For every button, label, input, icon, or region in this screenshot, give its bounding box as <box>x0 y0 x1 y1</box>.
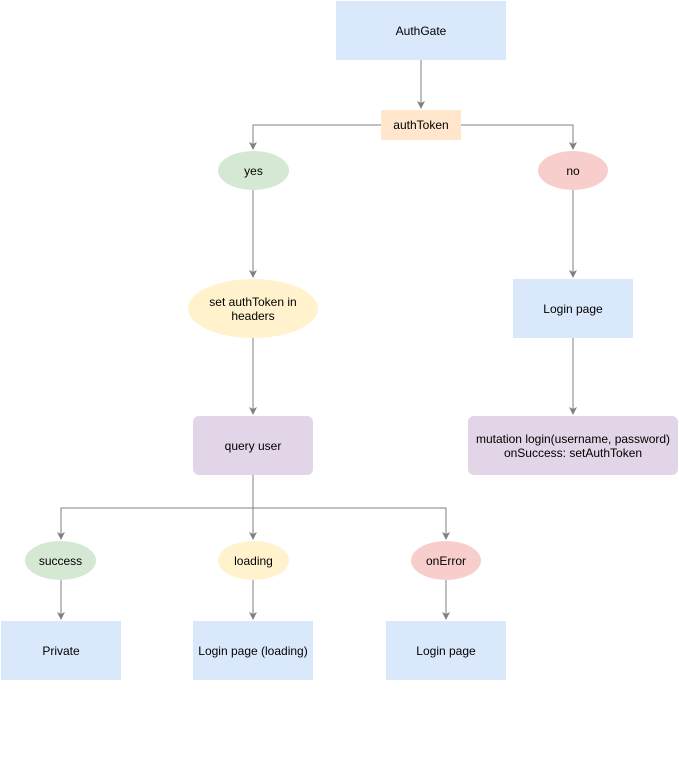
onerror-node: onError <box>411 541 481 580</box>
edge-authtoken-yes <box>249 124 381 150</box>
private-node: Private <box>1 621 121 680</box>
edge-query-user-success <box>57 475 254 540</box>
authtoken-label: authToken <box>393 118 449 132</box>
set-auth-token-node: set authToken in headers <box>188 279 318 338</box>
login-page-bottom-node: Login page <box>386 621 506 680</box>
authtoken-node: authToken <box>381 110 461 140</box>
login-page-loading-label: Login page (loading) <box>198 643 308 658</box>
login-page-loading-node: Login page (loading) <box>193 621 313 680</box>
query-user-node: query user <box>193 416 313 475</box>
no-node: no <box>538 151 608 190</box>
login-page-right-label: Login page <box>543 301 603 316</box>
edge-query-user-onerror <box>253 507 450 540</box>
yes-node: yes <box>218 151 289 190</box>
edge-authtoken-no <box>461 124 577 150</box>
authgate-node: AuthGate <box>336 1 506 60</box>
success-label: success <box>38 553 83 568</box>
private-label: Private <box>42 643 80 658</box>
set-auth-token-label: set authToken in headers <box>209 294 297 323</box>
no-label: no <box>566 163 580 178</box>
login-page-bottom-label: Login page <box>416 643 476 658</box>
success-node: success <box>25 541 96 580</box>
loading-node: loading <box>218 541 289 580</box>
yes-label: yes <box>244 163 263 178</box>
mutation-login-node: mutation login(username, password) onSuc… <box>468 416 678 475</box>
login-page-right-node: Login page <box>513 279 633 338</box>
query-user-label: query user <box>224 438 282 453</box>
authgate-label: AuthGate <box>395 23 447 38</box>
onerror-label: onError <box>425 553 466 568</box>
mutation-login-label: mutation login(username, password) onSuc… <box>475 431 671 460</box>
loading-label: loading <box>234 553 273 568</box>
